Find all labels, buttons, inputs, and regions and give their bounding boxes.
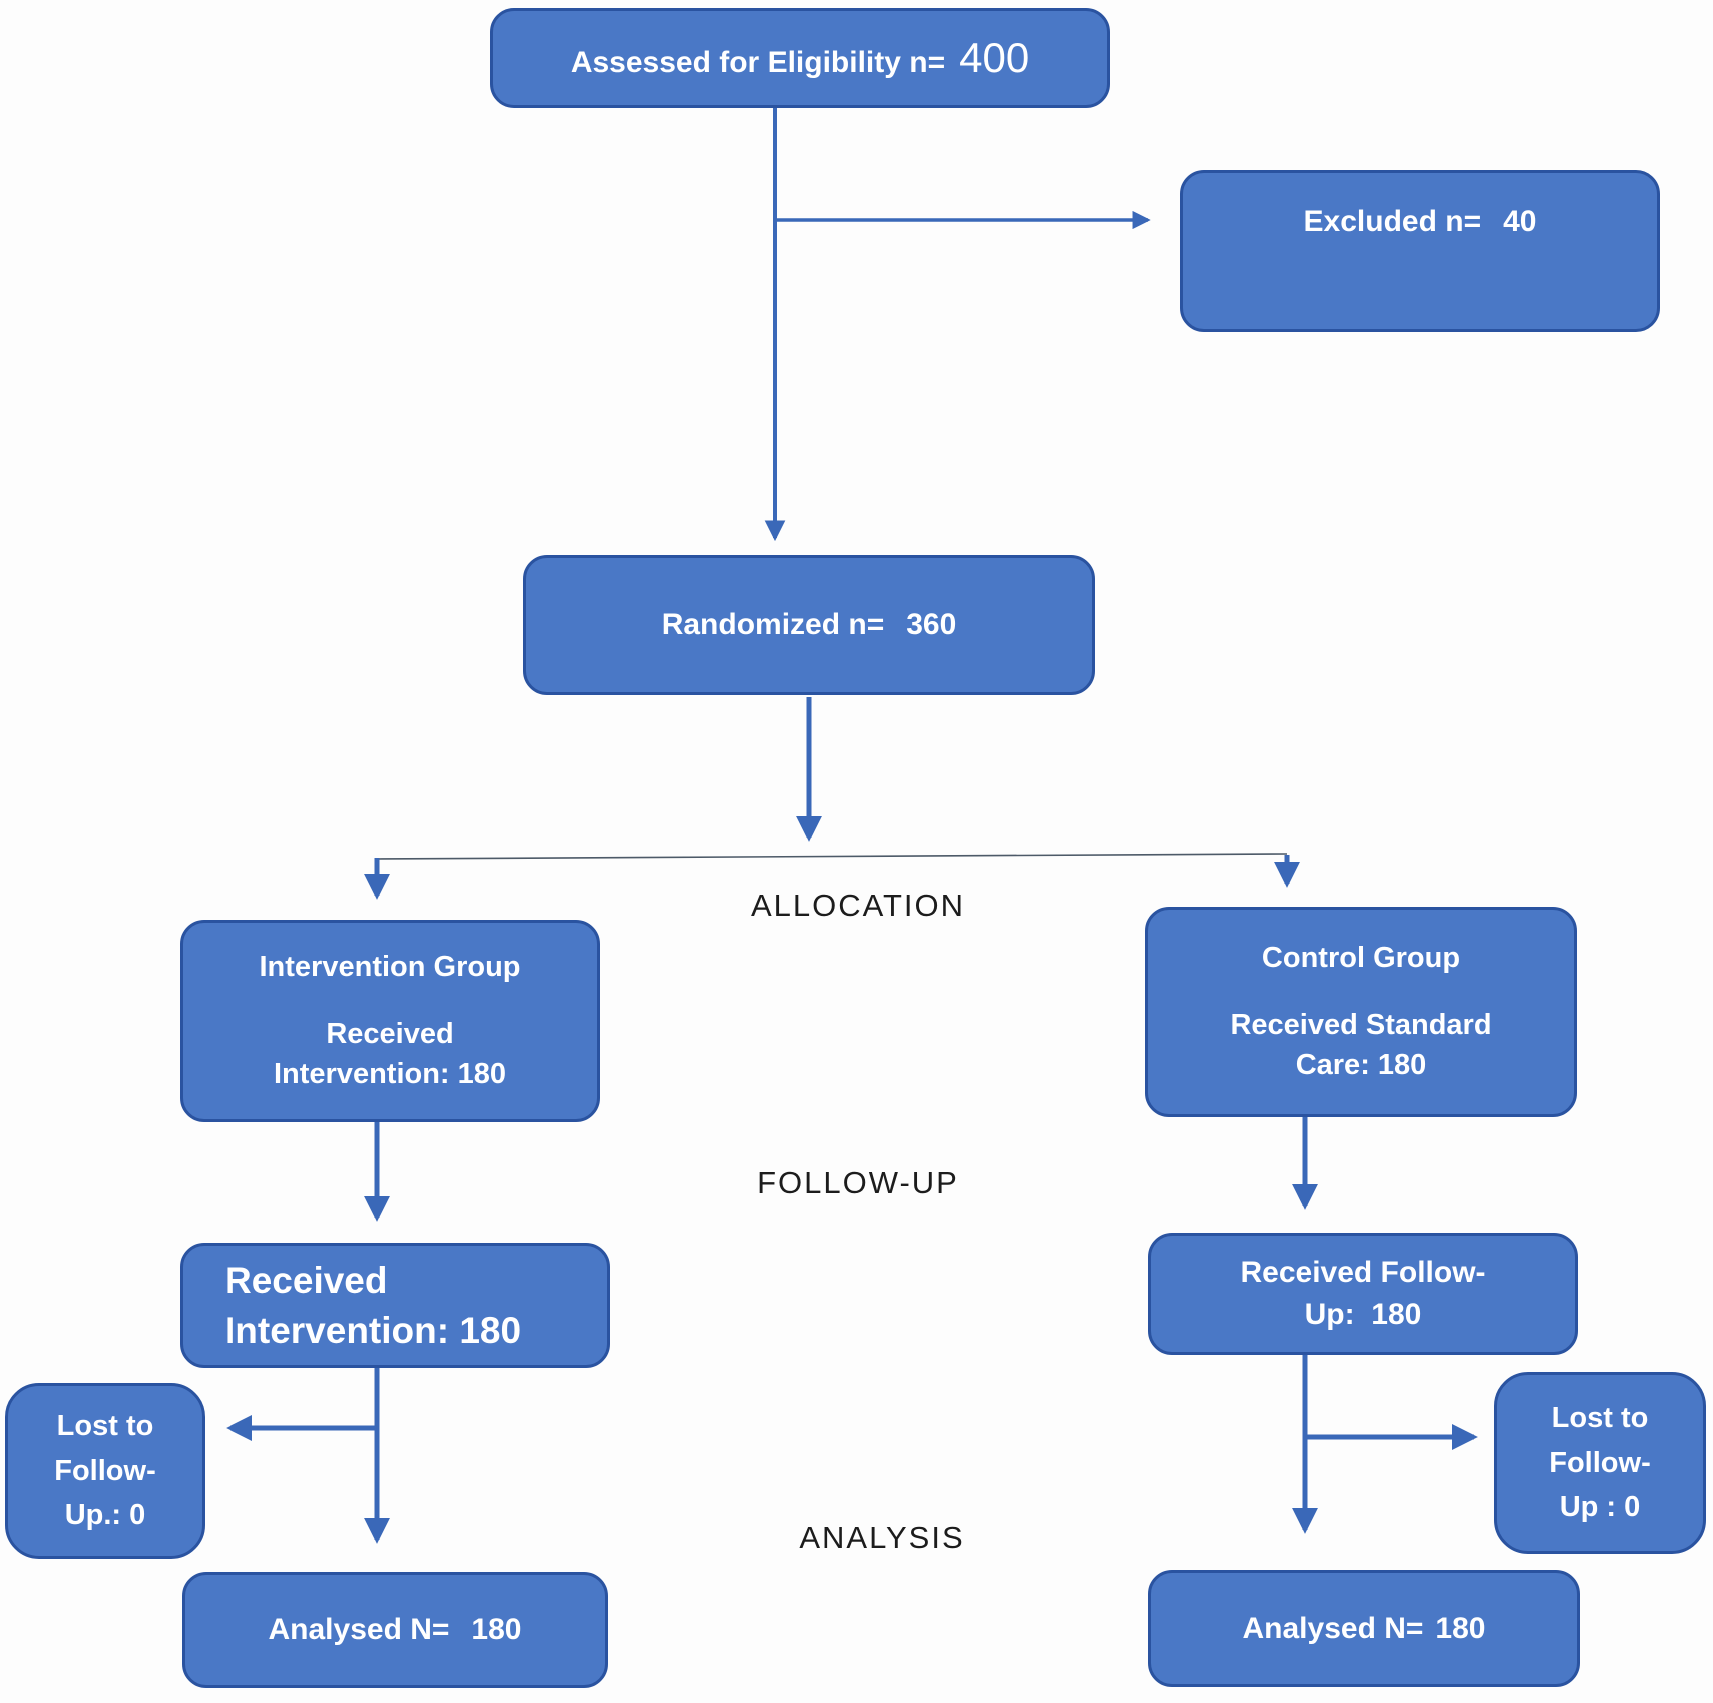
analysed-left-text: Analysed N= 180 [269, 1609, 522, 1651]
received-followup-line: Up: 180 [1304, 1298, 1422, 1331]
node-control-group: Control Group Received Standard Care: 18… [1145, 907, 1577, 1117]
node-lost-followup-left: Lost to Follow- Up.: 0 [5, 1383, 205, 1559]
received-intervention-line: Intervention: 180 [225, 1309, 522, 1351]
randomized-text: Randomized n= 360 [662, 604, 957, 646]
control-group-line: Received Standard [1230, 1008, 1492, 1041]
analysed-right-text: Analysed N= 180 [1243, 1608, 1486, 1650]
lost-right-line: Follow- [1549, 1446, 1651, 1479]
excluded-text: Excluded n= 40 [1304, 201, 1537, 243]
stage-label-allocation: ALLOCATION [750, 888, 966, 923]
node-lost-followup-right: Lost to Follow- Up : 0 [1494, 1372, 1706, 1554]
intervention-group-title: Intervention Group [259, 951, 521, 984]
node-analysed-right: Analysed N= 180 [1148, 1570, 1580, 1687]
lost-left-line: Follow- [54, 1454, 156, 1487]
control-group-line: Care: 180 [1295, 1049, 1427, 1082]
intervention-group-line: Received [326, 1017, 454, 1050]
node-received-followup: Received Follow- Up: 180 [1148, 1233, 1578, 1355]
lost-right-line: Lost to [1551, 1401, 1649, 1434]
assessed-value: 400 [959, 33, 1030, 81]
intervention-group-line: Intervention: 180 [273, 1058, 507, 1091]
excluded-value: 40 [1503, 205, 1537, 238]
analysed-right-value: 180 [1435, 1611, 1486, 1645]
randomized-value: 360 [906, 608, 957, 641]
node-received-intervention: Received Intervention: 180 [180, 1243, 610, 1368]
node-intervention-group: Intervention Group Received Intervention… [180, 920, 600, 1122]
node-analysed-left: Analysed N= 180 [182, 1572, 608, 1688]
analysed-right-label: Analysed N= [1242, 1611, 1424, 1645]
stage-label-analysis: ANALYSIS [799, 1520, 965, 1555]
stage-label-follow-up: FOLLOW-UP [757, 1165, 959, 1200]
lost-left-line: Lost to [56, 1409, 154, 1442]
split-line [376, 853, 1288, 860]
received-followup-line: Received Follow- [1240, 1256, 1486, 1289]
lost-right-line: Up : 0 [1559, 1491, 1641, 1524]
node-randomized: Randomized n= 360 [523, 555, 1095, 695]
analysed-left-label: Analysed N= [268, 1613, 450, 1646]
node-assessed: Assessed for Eligibility n= 400 [490, 8, 1110, 108]
received-intervention-line: Received [225, 1259, 388, 1301]
analysed-left-value: 180 [471, 1613, 522, 1646]
control-group-title: Control Group [1261, 942, 1461, 975]
node-excluded: Excluded n= 40 [1180, 170, 1660, 332]
randomized-label: Randomized n= [661, 608, 885, 641]
assessed-label: Assessed for Eligibility n= [570, 45, 946, 79]
excluded-label: Excluded n= [1303, 205, 1482, 238]
assessed-text: Assessed for Eligibility n= 400 [571, 29, 1029, 88]
lost-left-line: Up.: 0 [64, 1499, 146, 1532]
